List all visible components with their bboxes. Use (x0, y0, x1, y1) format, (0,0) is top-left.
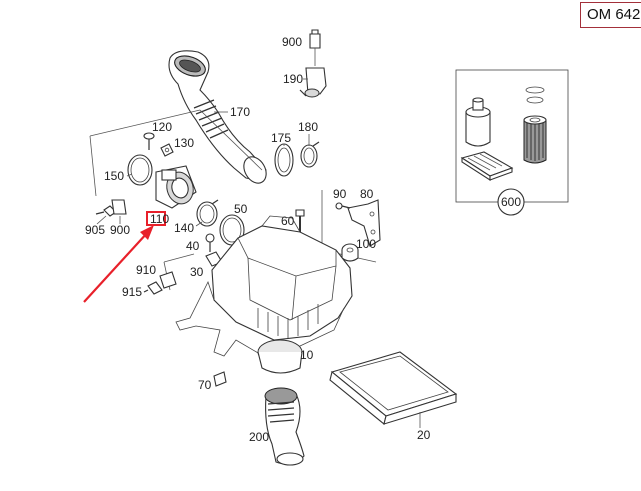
rubber-mount-100 (341, 243, 359, 262)
label-180: 180 (298, 120, 318, 134)
label-140: 140 (174, 221, 194, 235)
service-kit-box: 600 (455, 69, 569, 216)
label-60: 60 (281, 214, 295, 228)
label-130: 130 (174, 136, 194, 150)
label-900-top: 900 (282, 35, 302, 49)
bolt-40 (205, 233, 215, 252)
label-100: 100 (356, 237, 376, 251)
label-600: 600 (501, 195, 521, 209)
engine-model-badge: OM 642 (580, 2, 641, 28)
label-170: 170 (230, 105, 250, 119)
label-190: 190 (283, 72, 303, 86)
label-10: 10 (300, 348, 314, 362)
bolt-120 (143, 132, 155, 150)
label-110: 110 (150, 212, 169, 226)
intake-hose-170 (168, 50, 267, 184)
washer-130 (160, 143, 174, 157)
label-30: 30 (190, 265, 204, 279)
label-120: 120 (152, 120, 172, 134)
label-915: 915 (122, 285, 142, 299)
highlight-box-110 (146, 211, 166, 226)
connector-905 (95, 199, 127, 217)
bolt-90 (335, 202, 351, 210)
kit-callout-circle (497, 188, 525, 216)
label-900: 900 (110, 223, 130, 237)
clamp-180 (300, 141, 320, 168)
label-905: 905 (85, 223, 105, 237)
highlight-arrow (83, 225, 154, 303)
air-filter-housing-10 (175, 215, 353, 374)
oil-filter-element-icon (523, 86, 547, 164)
label-175: 175 (271, 131, 291, 145)
clamp-175 (274, 143, 294, 177)
air-mass-sensor-housing-110 (155, 165, 197, 209)
connector-915 (143, 271, 177, 295)
label-90: 90 (333, 187, 347, 201)
label-20: 20 (417, 428, 431, 442)
label-910: 910 (136, 263, 156, 277)
label-70: 70 (198, 378, 212, 392)
fuel-filter-icon (465, 97, 491, 147)
grommet-70 (213, 371, 227, 387)
label-150: 150 (104, 169, 124, 183)
label-40: 40 (186, 239, 200, 253)
label-50: 50 (234, 202, 248, 216)
ring-140 (196, 199, 219, 227)
filter-element-20 (329, 351, 458, 425)
intake-duct-200 (264, 387, 305, 466)
label-80: 80 (360, 187, 374, 201)
sensor-190 (299, 29, 327, 98)
label-200: 200 (249, 430, 269, 444)
ring-150 (127, 154, 153, 186)
cabin-filter-icon (460, 151, 514, 182)
